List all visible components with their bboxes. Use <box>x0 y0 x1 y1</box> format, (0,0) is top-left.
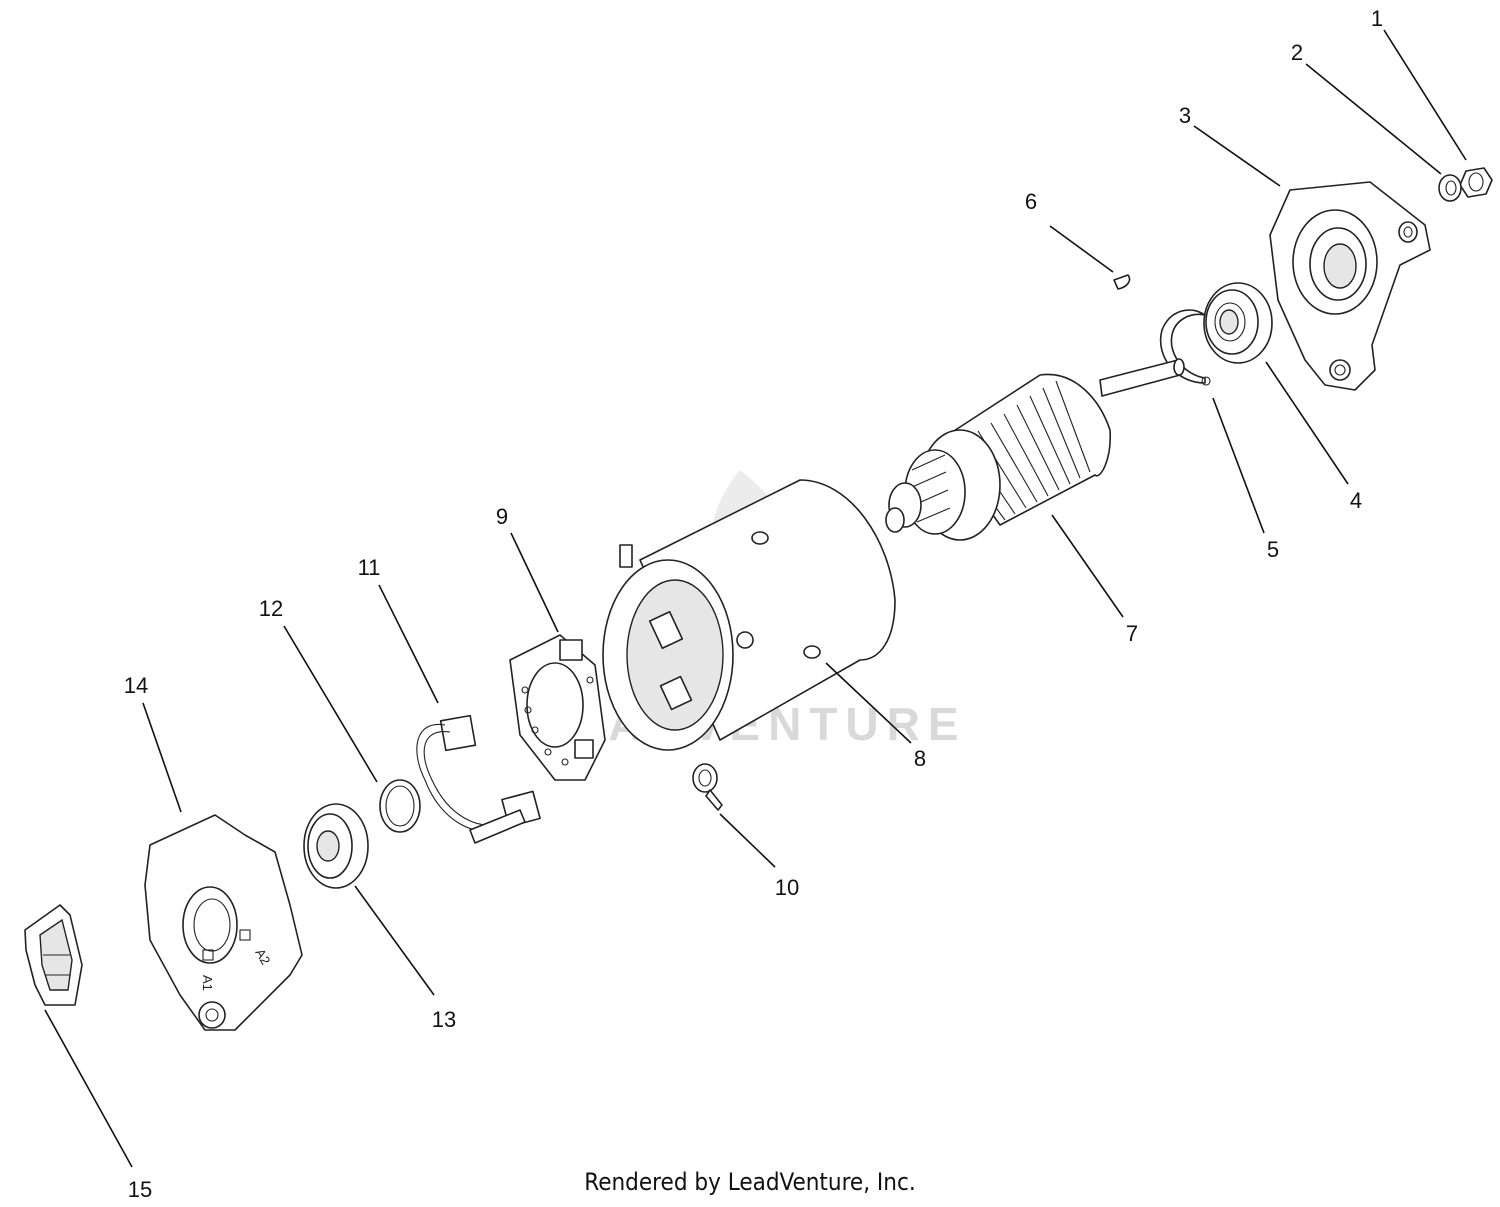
part-1-hex-nut[interactable] <box>1459 167 1493 198</box>
terminal-a2-stamp: A2 <box>252 946 273 967</box>
callout-5[interactable]: 5 <box>1267 537 1279 562</box>
callout-1[interactable]: 1 <box>1371 6 1383 31</box>
leader-11 <box>378 584 439 704</box>
part-12-shim-washer[interactable] <box>379 779 421 833</box>
part-14-end-housing[interactable]: A2 A1 <box>144 814 303 1031</box>
part-6-key[interactable] <box>1113 274 1131 290</box>
callout-6[interactable]: 6 <box>1025 189 1037 214</box>
leader-10 <box>719 813 776 868</box>
callout-15[interactable]: 15 <box>128 1177 152 1202</box>
part-7-armature[interactable] <box>885 358 1185 541</box>
callout-11[interactable]: 11 <box>358 555 381 580</box>
leader-13 <box>354 885 435 996</box>
rendered-by-credit: Rendered by LeadVenture, Inc. <box>584 1168 916 1196</box>
leader-lines <box>44 29 1467 1168</box>
part-3-drive-end-housing[interactable] <box>1269 181 1431 391</box>
callout-12[interactable]: 12 <box>259 596 283 621</box>
leader-3 <box>1193 125 1281 187</box>
part-8-field-frame[interactable] <box>602 479 896 751</box>
callout-13[interactable]: 13 <box>432 1007 456 1032</box>
leader-4 <box>1265 361 1349 485</box>
part-9-brush-plate[interactable] <box>509 634 606 781</box>
callout-10[interactable]: 10 <box>775 875 799 900</box>
leader-14 <box>142 702 182 813</box>
callout-14[interactable]: 14 <box>124 673 148 698</box>
callout-8[interactable]: 8 <box>914 746 926 771</box>
part-4-bearing[interactable] <box>1203 282 1273 364</box>
terminal-a1-stamp: A1 <box>200 975 215 991</box>
callout-4[interactable]: 4 <box>1350 488 1362 513</box>
callout-7[interactable]: 7 <box>1126 621 1138 646</box>
part-2-lock-washer[interactable] <box>1438 174 1462 202</box>
callout-3[interactable]: 3 <box>1179 103 1191 128</box>
leader-8 <box>825 662 912 744</box>
leader-7 <box>1051 514 1124 618</box>
leader-9 <box>510 532 559 633</box>
part-13-bearing[interactable] <box>303 803 369 889</box>
leader-15 <box>44 1009 133 1168</box>
callout-2[interactable]: 2 <box>1291 40 1303 65</box>
leader-5 <box>1212 397 1265 534</box>
leader-2 <box>1305 63 1442 175</box>
callout-9[interactable]: 9 <box>496 504 508 529</box>
part-15-cover[interactable] <box>24 904 83 1006</box>
leader-6 <box>1049 225 1114 273</box>
leader-1 <box>1383 29 1467 161</box>
part-11-brush-set[interactable] <box>416 714 541 844</box>
callout-numbers: 1 2 3 4 5 6 7 8 9 10 11 12 13 14 15 <box>124 6 1383 1202</box>
part-10-brush-spring[interactable] <box>692 763 723 811</box>
leader-12 <box>283 625 378 783</box>
